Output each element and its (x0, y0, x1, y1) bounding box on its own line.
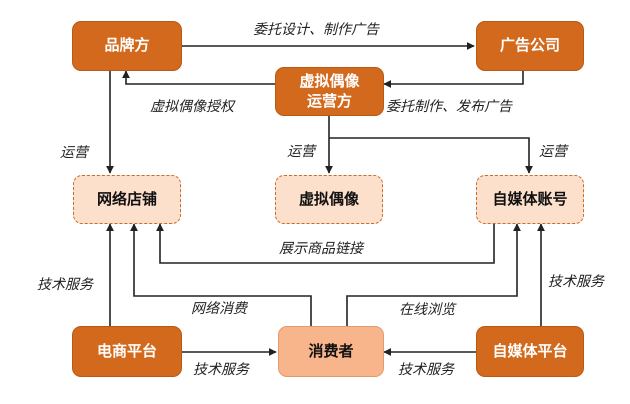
label-display-link: 展示商品链接 (279, 241, 363, 257)
label-ecommerce-tech: 技术服务 (37, 277, 93, 293)
node-ecommerce: 电商平台 (72, 326, 182, 377)
label-operator-to-brand: 虚拟偶像授权 (150, 99, 234, 115)
arrow-media-to-store (156, 222, 495, 264)
label-operator-to-media: 运营 (539, 144, 567, 160)
label-agency-to-operator: 委托制作、发布广告 (386, 99, 512, 115)
arrow-consumer-to-media (346, 223, 521, 326)
label-consumer-spend: 网络消费 (191, 301, 247, 317)
label-brand-to-store: 运营 (60, 145, 88, 161)
arrow-operator-to-media (329, 137, 533, 174)
arrow-operator-to-brand (122, 70, 275, 85)
node-media-platform: 自媒体平台 (476, 326, 584, 377)
label-media-tech: 技术服务 (548, 274, 604, 290)
label-online-browse: 在线浏览 (399, 302, 455, 318)
arrow-consumer-to-store (130, 223, 312, 326)
node-media-account: 自媒体账号 (476, 175, 584, 224)
node-idol: 虚拟偶像 (275, 175, 383, 224)
label-mediaplatform-to-consumer: 技术服务 (398, 362, 454, 378)
node-store: 网络店铺 (73, 175, 181, 224)
node-consumer: 消费者 (278, 326, 384, 377)
node-agency: 广告公司 (476, 21, 584, 71)
label-ecommerce-to-consumer: 技术服务 (193, 362, 249, 378)
node-brand: 品牌方 (72, 21, 182, 71)
label-brand-to-agency: 委托设计、制作广告 (253, 22, 379, 38)
node-operator: 虚拟偶像 运营方 (275, 67, 384, 116)
arrow-agency-to-operator (383, 71, 524, 88)
label-operator-to-idol: 运营 (287, 144, 315, 160)
